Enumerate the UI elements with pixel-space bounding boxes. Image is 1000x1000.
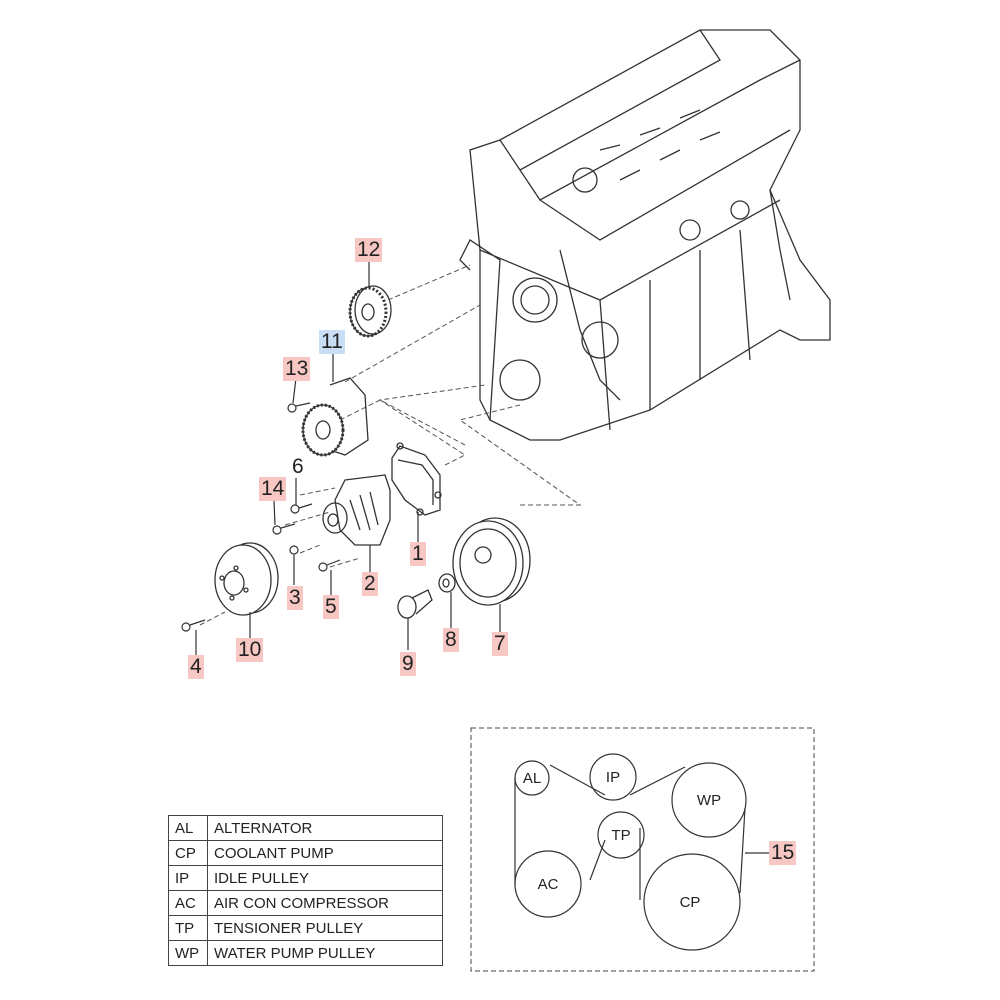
legend-abbr: CP	[168, 840, 208, 866]
bolts	[181, 503, 341, 632]
part-1-gasket	[391, 442, 442, 516]
callout-6: 6	[292, 455, 304, 478]
legend-abbr: AL	[168, 815, 208, 841]
legend-desc: COOLANT PUMP	[207, 840, 443, 866]
pulley-ac	[514, 850, 582, 918]
belt	[514, 764, 746, 900]
legend-abbr: TP	[168, 915, 208, 941]
legend-desc: AIR CON COMPRESSOR	[207, 890, 443, 916]
callout-11: 11	[319, 330, 345, 354]
part-2-water-pump	[322, 474, 391, 546]
pulley-cp	[643, 853, 741, 951]
callout-9: 9	[400, 652, 416, 676]
callout-15: 15	[769, 841, 797, 865]
callout-7: 7	[492, 632, 508, 656]
part-5-bolt	[318, 562, 328, 572]
engine-block	[459, 29, 831, 441]
pulley-wp-label: WP	[697, 792, 721, 809]
pulley-cp-label: CP	[680, 894, 701, 911]
guide-lines	[199, 264, 582, 626]
pulley-al	[514, 760, 550, 796]
leader-lines	[195, 262, 501, 655]
part-14-bolt	[272, 525, 282, 535]
legend-abbr: IP	[168, 865, 208, 891]
belt-diagram-frame	[470, 727, 815, 972]
part-10-pump-pulley	[214, 542, 279, 616]
pulley-ip	[589, 753, 637, 801]
legend-desc: TENSIONER PULLEY	[207, 915, 443, 941]
legend-desc: WATER PUMP PULLEY	[207, 940, 443, 966]
pulley-tp-label: TP	[611, 827, 630, 844]
part-11-tensioner	[301, 377, 369, 457]
callout-4: 4	[188, 655, 204, 679]
pulley-wp	[671, 762, 747, 838]
callout-2: 2	[362, 572, 378, 596]
legend-desc: IDLE PULLEY	[207, 865, 443, 891]
belt-routing-diagram: AL IP WP TP AC CP	[470, 727, 815, 972]
legend-abbr: WP	[168, 940, 208, 966]
callout-12: 12	[355, 238, 383, 262]
pulley-al-label: AL	[523, 770, 541, 787]
part-6-bolt	[290, 504, 300, 514]
callout-5: 5	[323, 595, 339, 619]
callout-8: 8	[443, 628, 459, 652]
callout-13: 13	[283, 357, 311, 381]
callout-1: 1	[410, 542, 426, 566]
legend-desc: ALTERNATOR	[207, 815, 443, 841]
part-7-crank-pulley	[452, 517, 531, 606]
pulley-tp	[597, 811, 645, 859]
part-3-nut	[289, 545, 299, 555]
legend-abbr: AC	[168, 890, 208, 916]
pulley-ac-label: AC	[538, 876, 559, 893]
callout-14: 14	[259, 477, 287, 501]
callout-10: 10	[236, 638, 264, 662]
part-13-bolt	[287, 402, 311, 413]
part-12-idle-pulley	[348, 285, 392, 338]
part-9-bolt	[397, 589, 433, 619]
part-8-washer	[438, 573, 456, 593]
callout-3: 3	[287, 586, 303, 610]
pulley-ip-label: IP	[606, 769, 620, 786]
part-4-bolt	[181, 622, 191, 632]
